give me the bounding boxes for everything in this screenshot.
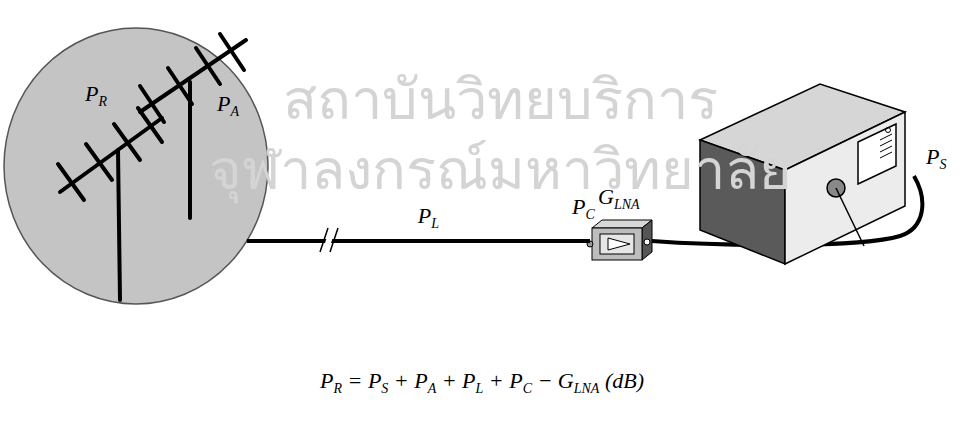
analyzer-label: PS	[926, 146, 946, 168]
lna-amplifier: GLNA	[592, 220, 652, 260]
lna-box	[592, 220, 652, 260]
break-slash	[330, 228, 338, 252]
watermark: จุฬาลงกรณ์มหาวิทยาลัย	[209, 142, 792, 198]
antenna-mast	[118, 150, 120, 300]
cable	[247, 239, 590, 243]
gain-label: GLNA	[598, 186, 640, 208]
equation: PR = PS + PA + PL + PC − GLNA (dB)	[320, 370, 644, 392]
break-slash	[320, 228, 328, 252]
cable-loss-label: PL	[418, 205, 439, 227]
region-label: PA	[217, 93, 239, 115]
watermark: สถาบันวิทยบริการ	[283, 72, 718, 128]
analyzer-screen	[858, 124, 896, 184]
connector-loss-label: PC	[572, 196, 595, 218]
region-label: PR	[85, 83, 107, 105]
probe-lead	[836, 188, 864, 246]
analyzer-front	[785, 112, 905, 264]
